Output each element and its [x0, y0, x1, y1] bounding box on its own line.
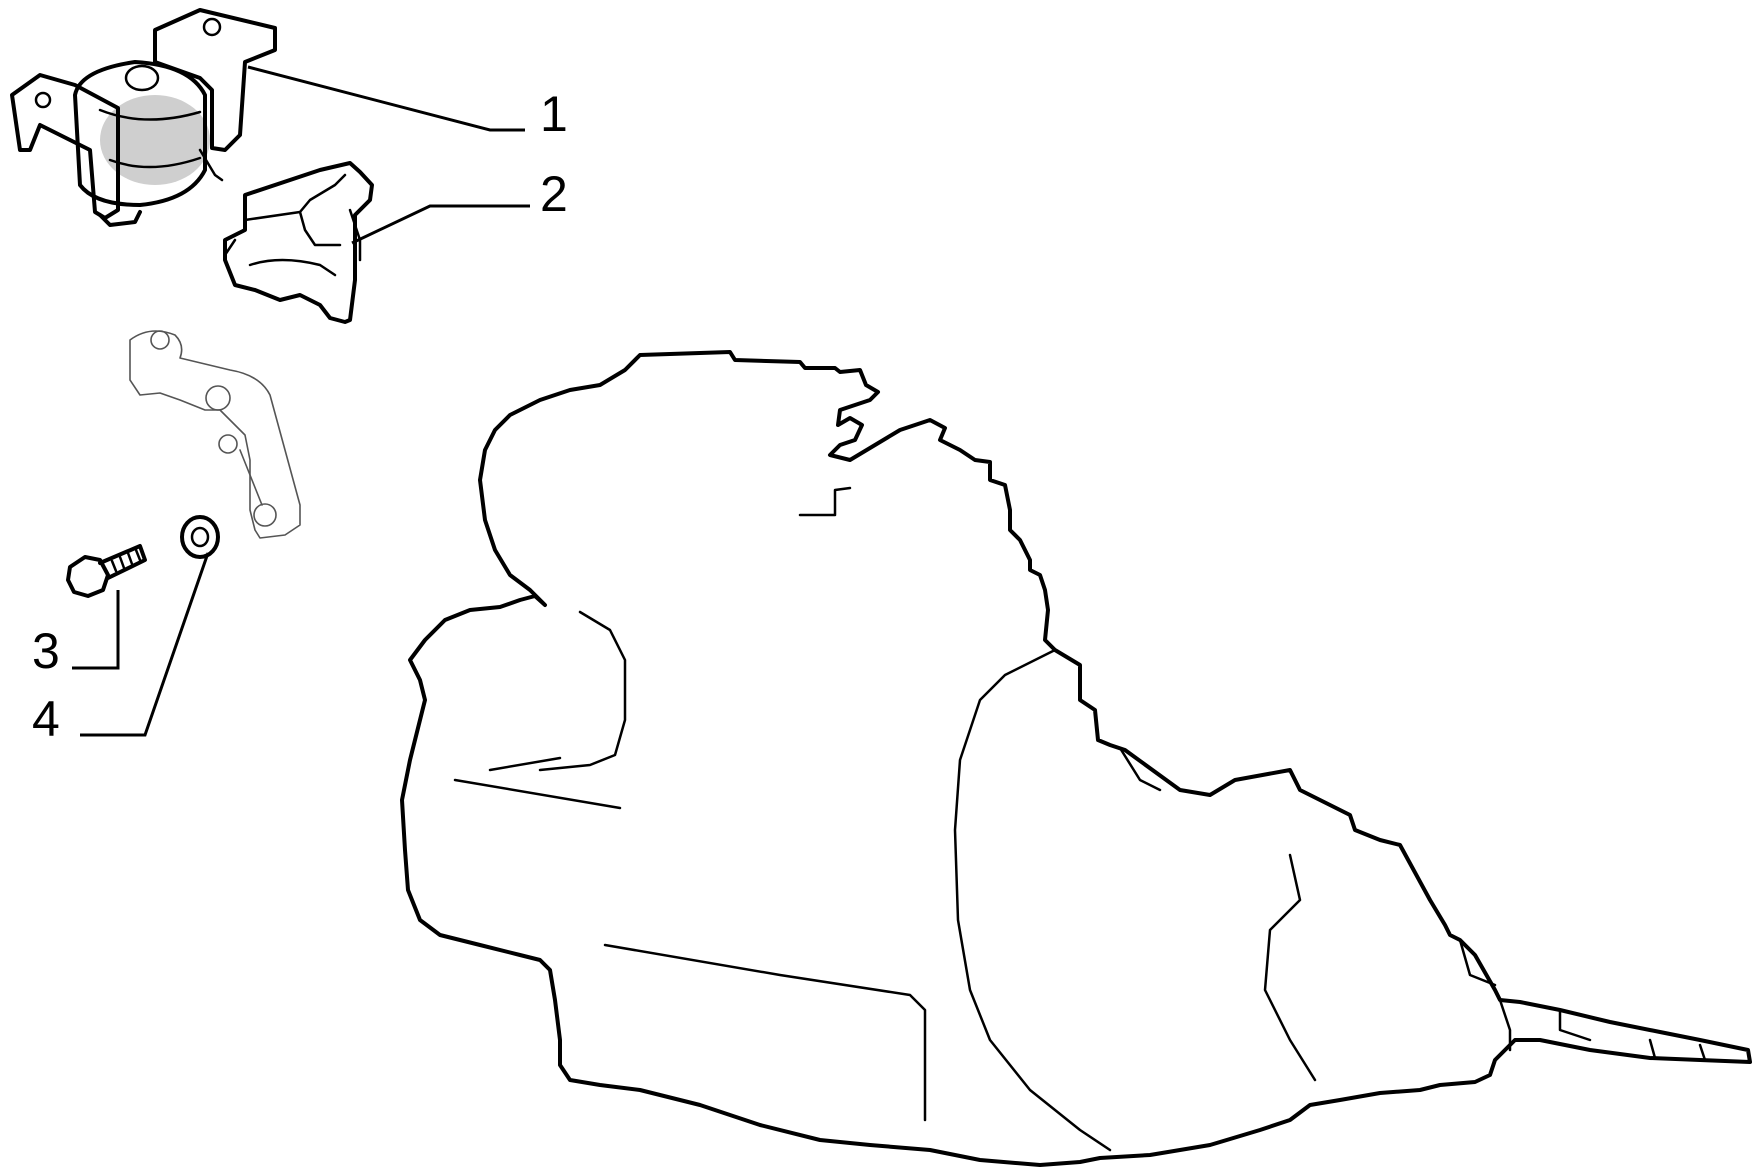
- leader-line-3: [72, 590, 120, 670]
- bracket-arm-drawing: [129, 330, 301, 539]
- leader-lines: [72, 65, 530, 737]
- callout-number-3: 3: [32, 623, 60, 679]
- leader-line-1: [247, 65, 525, 132]
- leader-line-4: [80, 552, 210, 737]
- bolt-drawing: [66, 544, 147, 598]
- callout-number-4: 4: [32, 691, 60, 747]
- leader-line-2: [351, 204, 530, 245]
- callout-number-1: 1: [540, 86, 568, 142]
- washer-drawing: [180, 515, 220, 559]
- callout-number-2: 2: [540, 166, 568, 222]
- engine-gearbox-outline: [400, 350, 1752, 1167]
- callout-labels: 1 2 3 4: [32, 86, 568, 747]
- mount-bracket-drawing: [223, 161, 374, 324]
- engine-mount-drawing: [10, 8, 277, 227]
